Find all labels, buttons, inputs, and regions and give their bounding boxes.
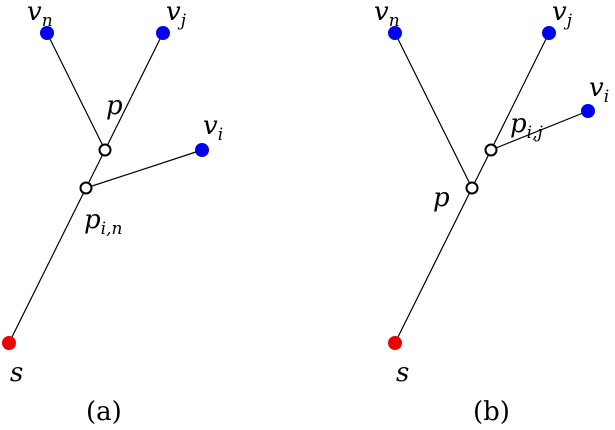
edge-a-vi-pin bbox=[85, 149, 203, 189]
label-a-p: p bbox=[106, 91, 123, 121]
label-a-vi: vi bbox=[203, 111, 223, 145]
node-b-s bbox=[388, 336, 402, 350]
steiner-point-b-p bbox=[465, 181, 479, 195]
label-b-vn: vn bbox=[374, 0, 400, 31]
node-a-vn bbox=[40, 26, 54, 40]
label-a-vn: vn bbox=[27, 0, 53, 31]
node-a-s bbox=[2, 336, 16, 350]
edge-b-vj-pij bbox=[490, 32, 550, 151]
label-a-vj: vj bbox=[166, 0, 187, 31]
panel-b: vn vj vi pi,j p s (b) bbox=[374, 0, 609, 427]
edge-a-vj-p bbox=[104, 32, 164, 151]
node-a-vj bbox=[156, 26, 170, 40]
label-b-vj: vj bbox=[552, 0, 573, 31]
label-b-pij: pi,j bbox=[510, 109, 543, 143]
label-b-p: p bbox=[433, 183, 450, 213]
edge-a-vn-p bbox=[46, 32, 106, 151]
edge-b-p-s bbox=[394, 187, 473, 344]
steiner-point-b-pij bbox=[484, 143, 498, 157]
caption-b: (b) bbox=[473, 397, 510, 427]
node-b-vn bbox=[388, 26, 402, 40]
node-b-vi bbox=[581, 104, 595, 118]
label-b-vi: vi bbox=[589, 73, 609, 107]
edge-b-pij-p bbox=[471, 149, 492, 189]
node-a-vi bbox=[195, 143, 209, 157]
edge-b-vi-pij bbox=[490, 110, 589, 151]
edge-a-p-pin bbox=[85, 149, 106, 189]
node-b-vj bbox=[542, 26, 556, 40]
label-a-pin: pi,n bbox=[84, 205, 122, 239]
panel-a: vn vj vi p pi,n s (a) bbox=[2, 0, 223, 427]
label-b-s: s bbox=[396, 358, 409, 388]
label-a-s: s bbox=[10, 358, 23, 388]
steiner-point-a-pin bbox=[79, 181, 93, 195]
edge-b-vn-p bbox=[394, 32, 473, 189]
caption-a: (a) bbox=[86, 397, 122, 427]
steiner-point-a-p bbox=[98, 143, 112, 157]
edge-a-pin-s bbox=[8, 187, 87, 344]
